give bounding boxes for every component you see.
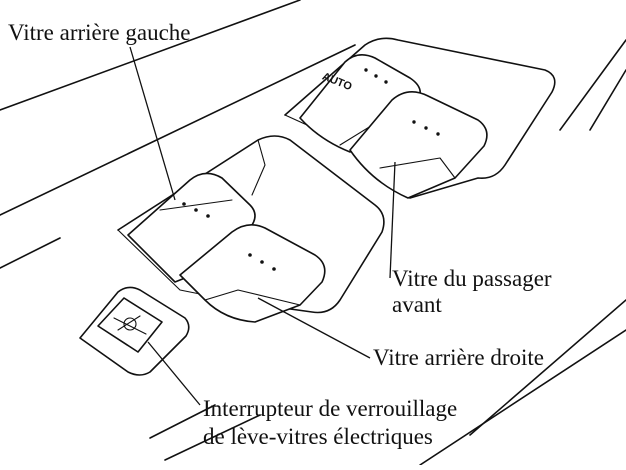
label-lock-switch-line2: de lève-vitres électriques: [203, 424, 433, 449]
panel-edge-right-b: [589, 69, 626, 131]
panel-edge-bottom-b: [164, 414, 261, 461]
window-lock-switch[interactable]: [79, 286, 190, 376]
panel-edge-bottom-right: [469, 299, 626, 436]
rear-right-switch[interactable]: [179, 224, 326, 323]
leader-passenger-front: [389, 161, 396, 279]
panel-edge-bottom-right-2: [419, 329, 626, 466]
panel-edge-upper: [0, 44, 356, 216]
leader-lock-switch: [147, 341, 201, 406]
label-passenger-front-line2: avant: [392, 292, 442, 317]
panel-edge-bottom-a: [149, 404, 216, 439]
passenger-front-switch[interactable]: [349, 91, 488, 199]
panel-edge-left: [0, 237, 61, 269]
label-rear-right: Vitre arrière droite: [373, 345, 545, 370]
leader-rear-left: [129, 46, 176, 201]
panel-edge-top: [0, 0, 301, 111]
label-passenger-front-line1: Vitre du passager: [392, 266, 552, 291]
panel-edge-right-a: [559, 39, 626, 131]
leader-lines: [129, 46, 396, 406]
label-rear-left: Vitre arrière gauche: [8, 20, 191, 45]
leader-rear-right: [257, 297, 371, 359]
label-lock-switch-line1: Interrupteur de verrouillage: [203, 396, 458, 421]
